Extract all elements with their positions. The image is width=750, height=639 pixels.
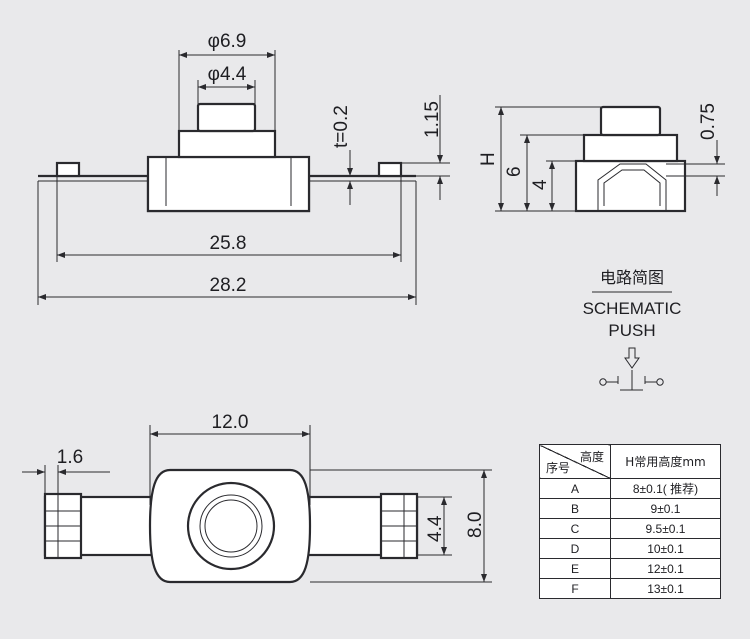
row-id: D: [539, 538, 611, 559]
actuator-inner-ring: [199, 494, 263, 558]
dim-six: 6: [504, 166, 525, 177]
dim-terminal-width: 1.6: [57, 447, 83, 468]
right-terminal-tab: [377, 161, 403, 178]
row-value: 12±0.1: [610, 558, 721, 579]
dim-four: 4: [530, 179, 551, 190]
schematic-title-cn: 电路简图: [600, 268, 664, 287]
header-index: 序号: [546, 461, 571, 475]
row-value: 9.5±0.1: [610, 518, 721, 539]
schematic-push-label: PUSH: [608, 321, 655, 340]
schematic: 电路简图 SCHEMATIC PUSH: [583, 268, 682, 391]
actuator-base: [177, 129, 277, 159]
row-value: 9±0.1: [610, 498, 721, 519]
row-id: E: [539, 558, 611, 579]
dim-inner-diameter: φ4.4: [208, 64, 247, 85]
dim-body-width: 12.0: [212, 412, 249, 433]
end-actuator-button: [599, 105, 662, 137]
push-arrow-icon: [624, 347, 640, 369]
header-height: 高度: [579, 450, 604, 464]
dim-outer-height: 8.0: [465, 512, 486, 538]
row-value: 10±0.1: [610, 538, 721, 559]
dim-offset: 0.75: [698, 103, 719, 140]
switch-body: [146, 155, 311, 213]
end-view: H 6 4 0.75: [478, 103, 725, 213]
row-id: A: [539, 478, 611, 499]
end-body: [574, 159, 687, 213]
side-view: φ6.9 φ4.4 t=0.2 1.15 25.8 28.2: [37, 31, 450, 305]
row-id: B: [539, 498, 611, 519]
top-view: 12.0 1.6 4.4 8.0: [22, 412, 492, 584]
header-h-common: H常用高度mm: [610, 444, 721, 479]
actuator-outer-ring: [186, 481, 276, 571]
left-terminal-tab: [55, 161, 81, 178]
table-corner-header: 高度 序号: [539, 444, 611, 479]
dim-terminal-height: 1.15: [422, 101, 443, 138]
dim-thickness: t=0.2: [331, 105, 352, 148]
dim-inner-width: 25.8: [210, 233, 247, 254]
row-id: C: [539, 518, 611, 539]
row-value: 8±0.1( 推荐): [610, 478, 721, 499]
dim-outer-diameter: φ6.9: [208, 31, 247, 52]
row-value: 13±0.1: [610, 578, 721, 599]
dim-h: H: [478, 152, 499, 166]
actuator-button: [196, 102, 257, 133]
dim-inner-height: 4.4: [425, 515, 446, 542]
end-actuator-base: [582, 133, 679, 163]
row-id: F: [539, 578, 611, 599]
dim-total-width: 28.2: [210, 275, 247, 296]
schematic-title-en: SCHEMATIC: [583, 299, 682, 318]
